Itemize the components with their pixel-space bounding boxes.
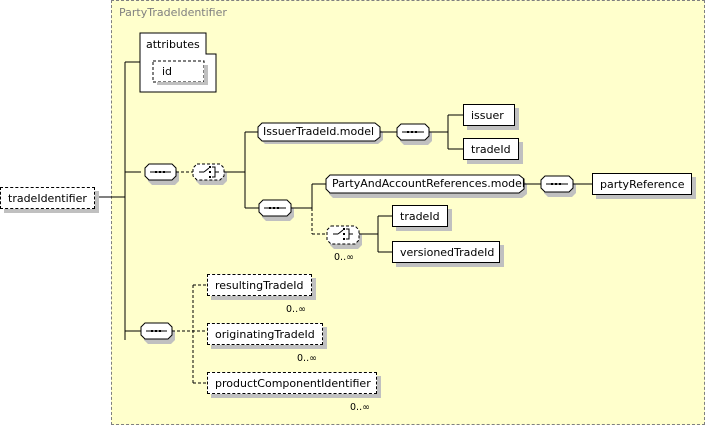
sequence-compositor-icon	[540, 175, 576, 197]
element-label: partyReference	[600, 177, 685, 191]
cardinality-label: 0..∞	[286, 304, 306, 315]
element-productComponentIdentifier[interactable]: productComponentIdentifier	[207, 372, 377, 394]
element-tradeId[interactable]: tradeId	[463, 138, 519, 160]
root-element-label: tradeIdentifier	[8, 191, 87, 205]
sequence-compositor-icon	[258, 199, 294, 221]
issuer-model-label[interactable]: IssuerTradeId.model	[263, 125, 375, 138]
element-label: originatingTradeId	[215, 327, 315, 341]
element-label: versionedTradeId	[400, 245, 495, 259]
element-label: resultingTradeId	[215, 278, 304, 292]
frame-title: PartyTradeIdentifier	[119, 6, 227, 19]
element-label: productComponentIdentifier	[215, 376, 371, 390]
attribute-id[interactable]: id	[162, 65, 173, 78]
element-partyReference[interactable]: partyReference	[592, 173, 692, 195]
group-reference-shape	[257, 122, 383, 144]
sequence-compositor-icon	[144, 163, 179, 185]
cardinality-label: 0..∞	[350, 402, 370, 413]
element-originatingTradeId[interactable]: originatingTradeId	[207, 323, 323, 345]
sequence-compositor-icon	[140, 322, 175, 344]
group-reference-shape	[325, 174, 527, 198]
element-resultingTradeId[interactable]: resultingTradeId	[207, 274, 312, 296]
element-versionedTradeId[interactable]: versionedTradeId	[392, 241, 500, 263]
cardinality-label: 0..∞	[297, 353, 317, 364]
attributes-label: attributes	[146, 38, 200, 51]
element-label: issuer	[471, 108, 504, 122]
element-label: tradeId	[400, 209, 440, 223]
sequence-compositor-icon	[396, 123, 432, 145]
element-issuer[interactable]: issuer	[463, 104, 515, 126]
root-element-tradeIdentifier[interactable]: tradeIdentifier	[0, 187, 95, 209]
choice-compositor-icon	[326, 225, 362, 249]
party-model-label[interactable]: PartyAndAccountReferences.model	[332, 177, 525, 190]
element-label: tradeId	[471, 142, 511, 156]
choice-cardinality: 0..∞	[334, 252, 354, 263]
choice-compositor-icon	[192, 163, 227, 185]
element-tradeId-choice[interactable]: tradeId	[392, 205, 448, 227]
attribute-id-box	[152, 60, 205, 83]
